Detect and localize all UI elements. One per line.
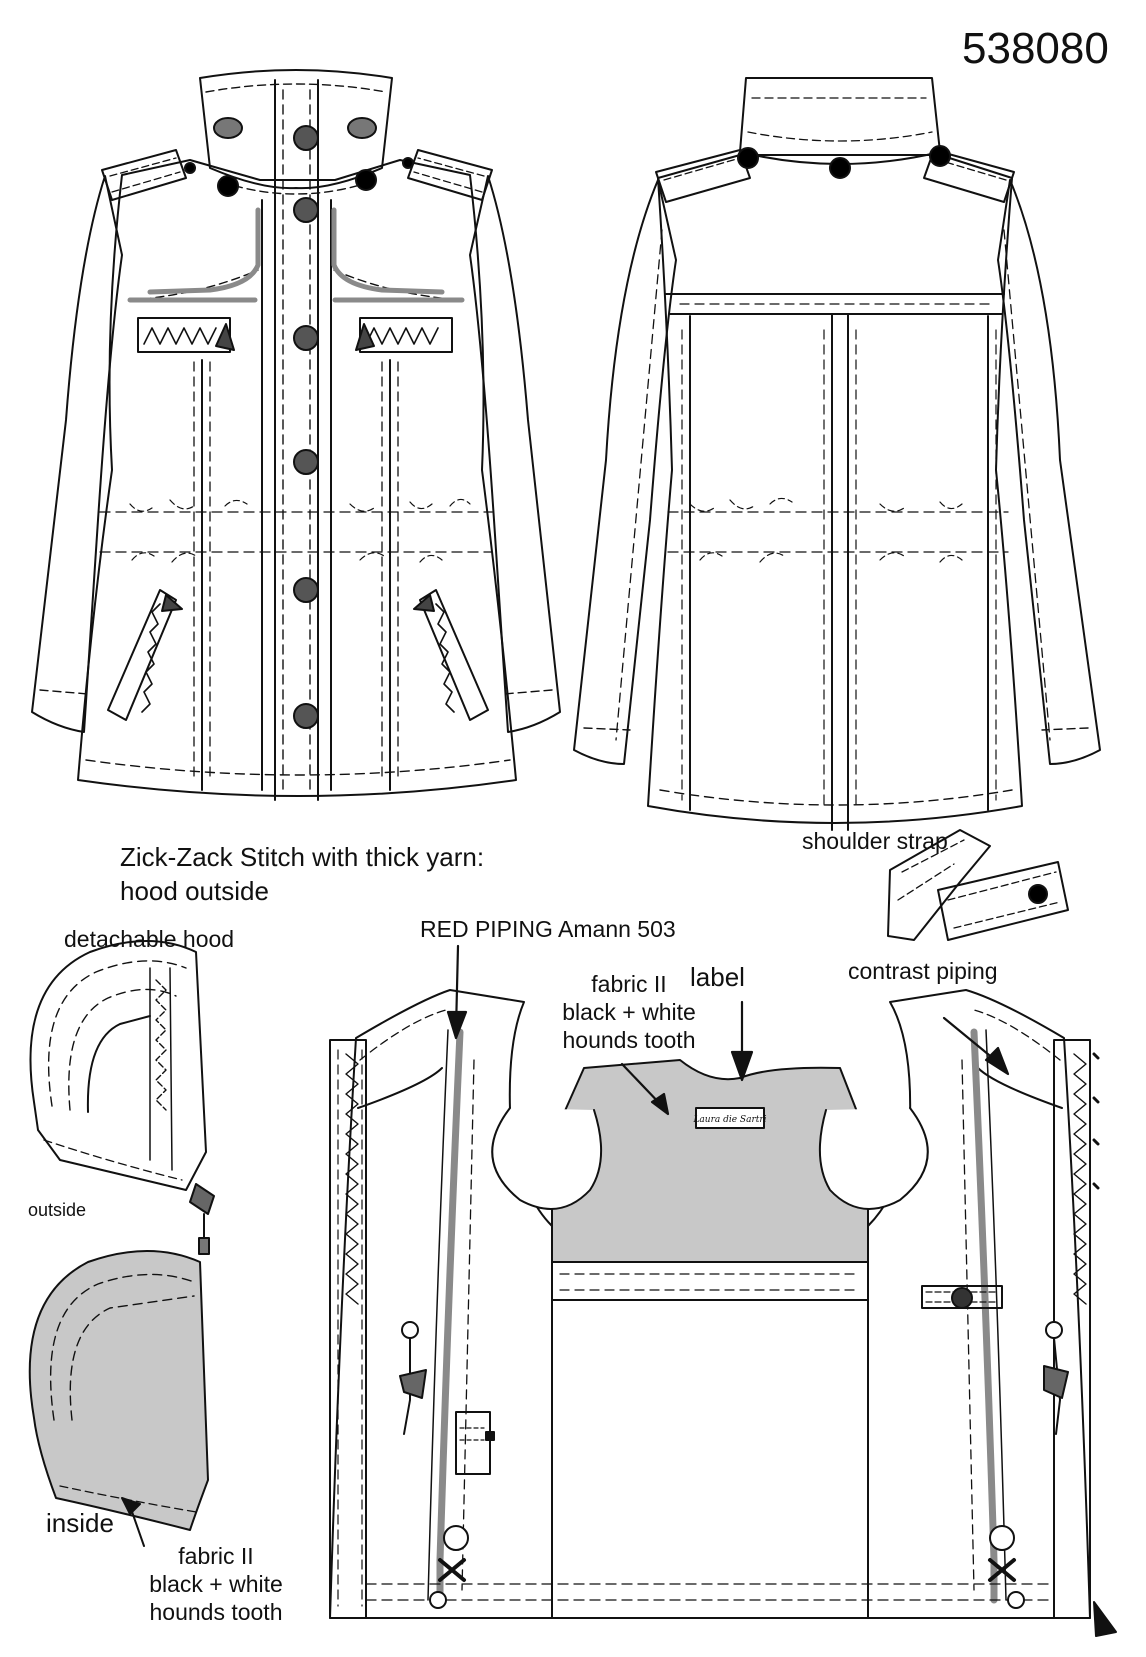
detachable-hood-label: detachable hood — [64, 926, 235, 952]
fabric-ii-bottom-line1: fabric II — [178, 1543, 254, 1569]
brand-label-text: Laura die Sartri — [692, 1115, 766, 1125]
fabric-ii-top-line2: black + white — [562, 999, 696, 1025]
style-number: 538080 — [962, 24, 1109, 73]
back-collar — [739, 77, 941, 165]
hood-outside — [29, 940, 215, 1255]
front-body — [77, 159, 517, 797]
annotation-arrows — [446, 944, 1010, 1116]
front-collar — [199, 69, 393, 190]
toggle-icon — [951, 1287, 973, 1309]
fabric-ii-top-line3: hounds tooth — [562, 1027, 696, 1053]
drawcord-stopper-icon — [399, 1321, 1069, 1609]
inside-label: inside — [46, 1508, 114, 1538]
front-view — [31, 69, 561, 801]
outside-label: outside — [28, 1200, 87, 1220]
hood-inside — [28, 1250, 209, 1547]
back-body — [647, 154, 1023, 824]
fabric-ii-bottom-line2: black + white — [149, 1571, 283, 1597]
toggle-icon — [213, 117, 377, 139]
red-piping-label: RED PIPING Amann 503 — [420, 916, 676, 942]
shoulder-strap-label: shoulder strap — [802, 828, 948, 854]
back-neck-facing — [551, 1059, 869, 1263]
button-icon — [1028, 884, 1048, 904]
shoulder-strap-detail — [887, 829, 1069, 941]
front-right-sleeve — [469, 175, 561, 733]
back-left-sleeve — [573, 179, 677, 765]
zigzag-note-line1: Zick-Zack Stitch with thick yarn: — [120, 842, 485, 872]
brand-label — [695, 1107, 765, 1129]
fabric-ii-bottom-line3: hounds tooth — [149, 1599, 283, 1625]
fabric-ii-bottom-note: fabric II black + white hounds tooth — [136, 1542, 296, 1626]
drawcord-stopper-icon — [189, 1183, 215, 1255]
inside-view: Laura die Sartri — [329, 989, 1117, 1637]
front-left-sleeve — [31, 175, 123, 733]
fabric-ii-top-line1: fabric II — [591, 971, 667, 997]
back-view — [573, 77, 1101, 831]
label-callout: label — [690, 962, 745, 992]
zigzag-note-line2: hood outside — [120, 876, 269, 906]
button-icon — [184, 125, 414, 729]
contrast-piping-label: contrast piping — [848, 958, 998, 984]
fabric-ii-top-note: fabric II black + white hounds tooth — [524, 970, 734, 1054]
back-right-sleeve — [997, 179, 1101, 765]
button-icon — [737, 145, 951, 179]
